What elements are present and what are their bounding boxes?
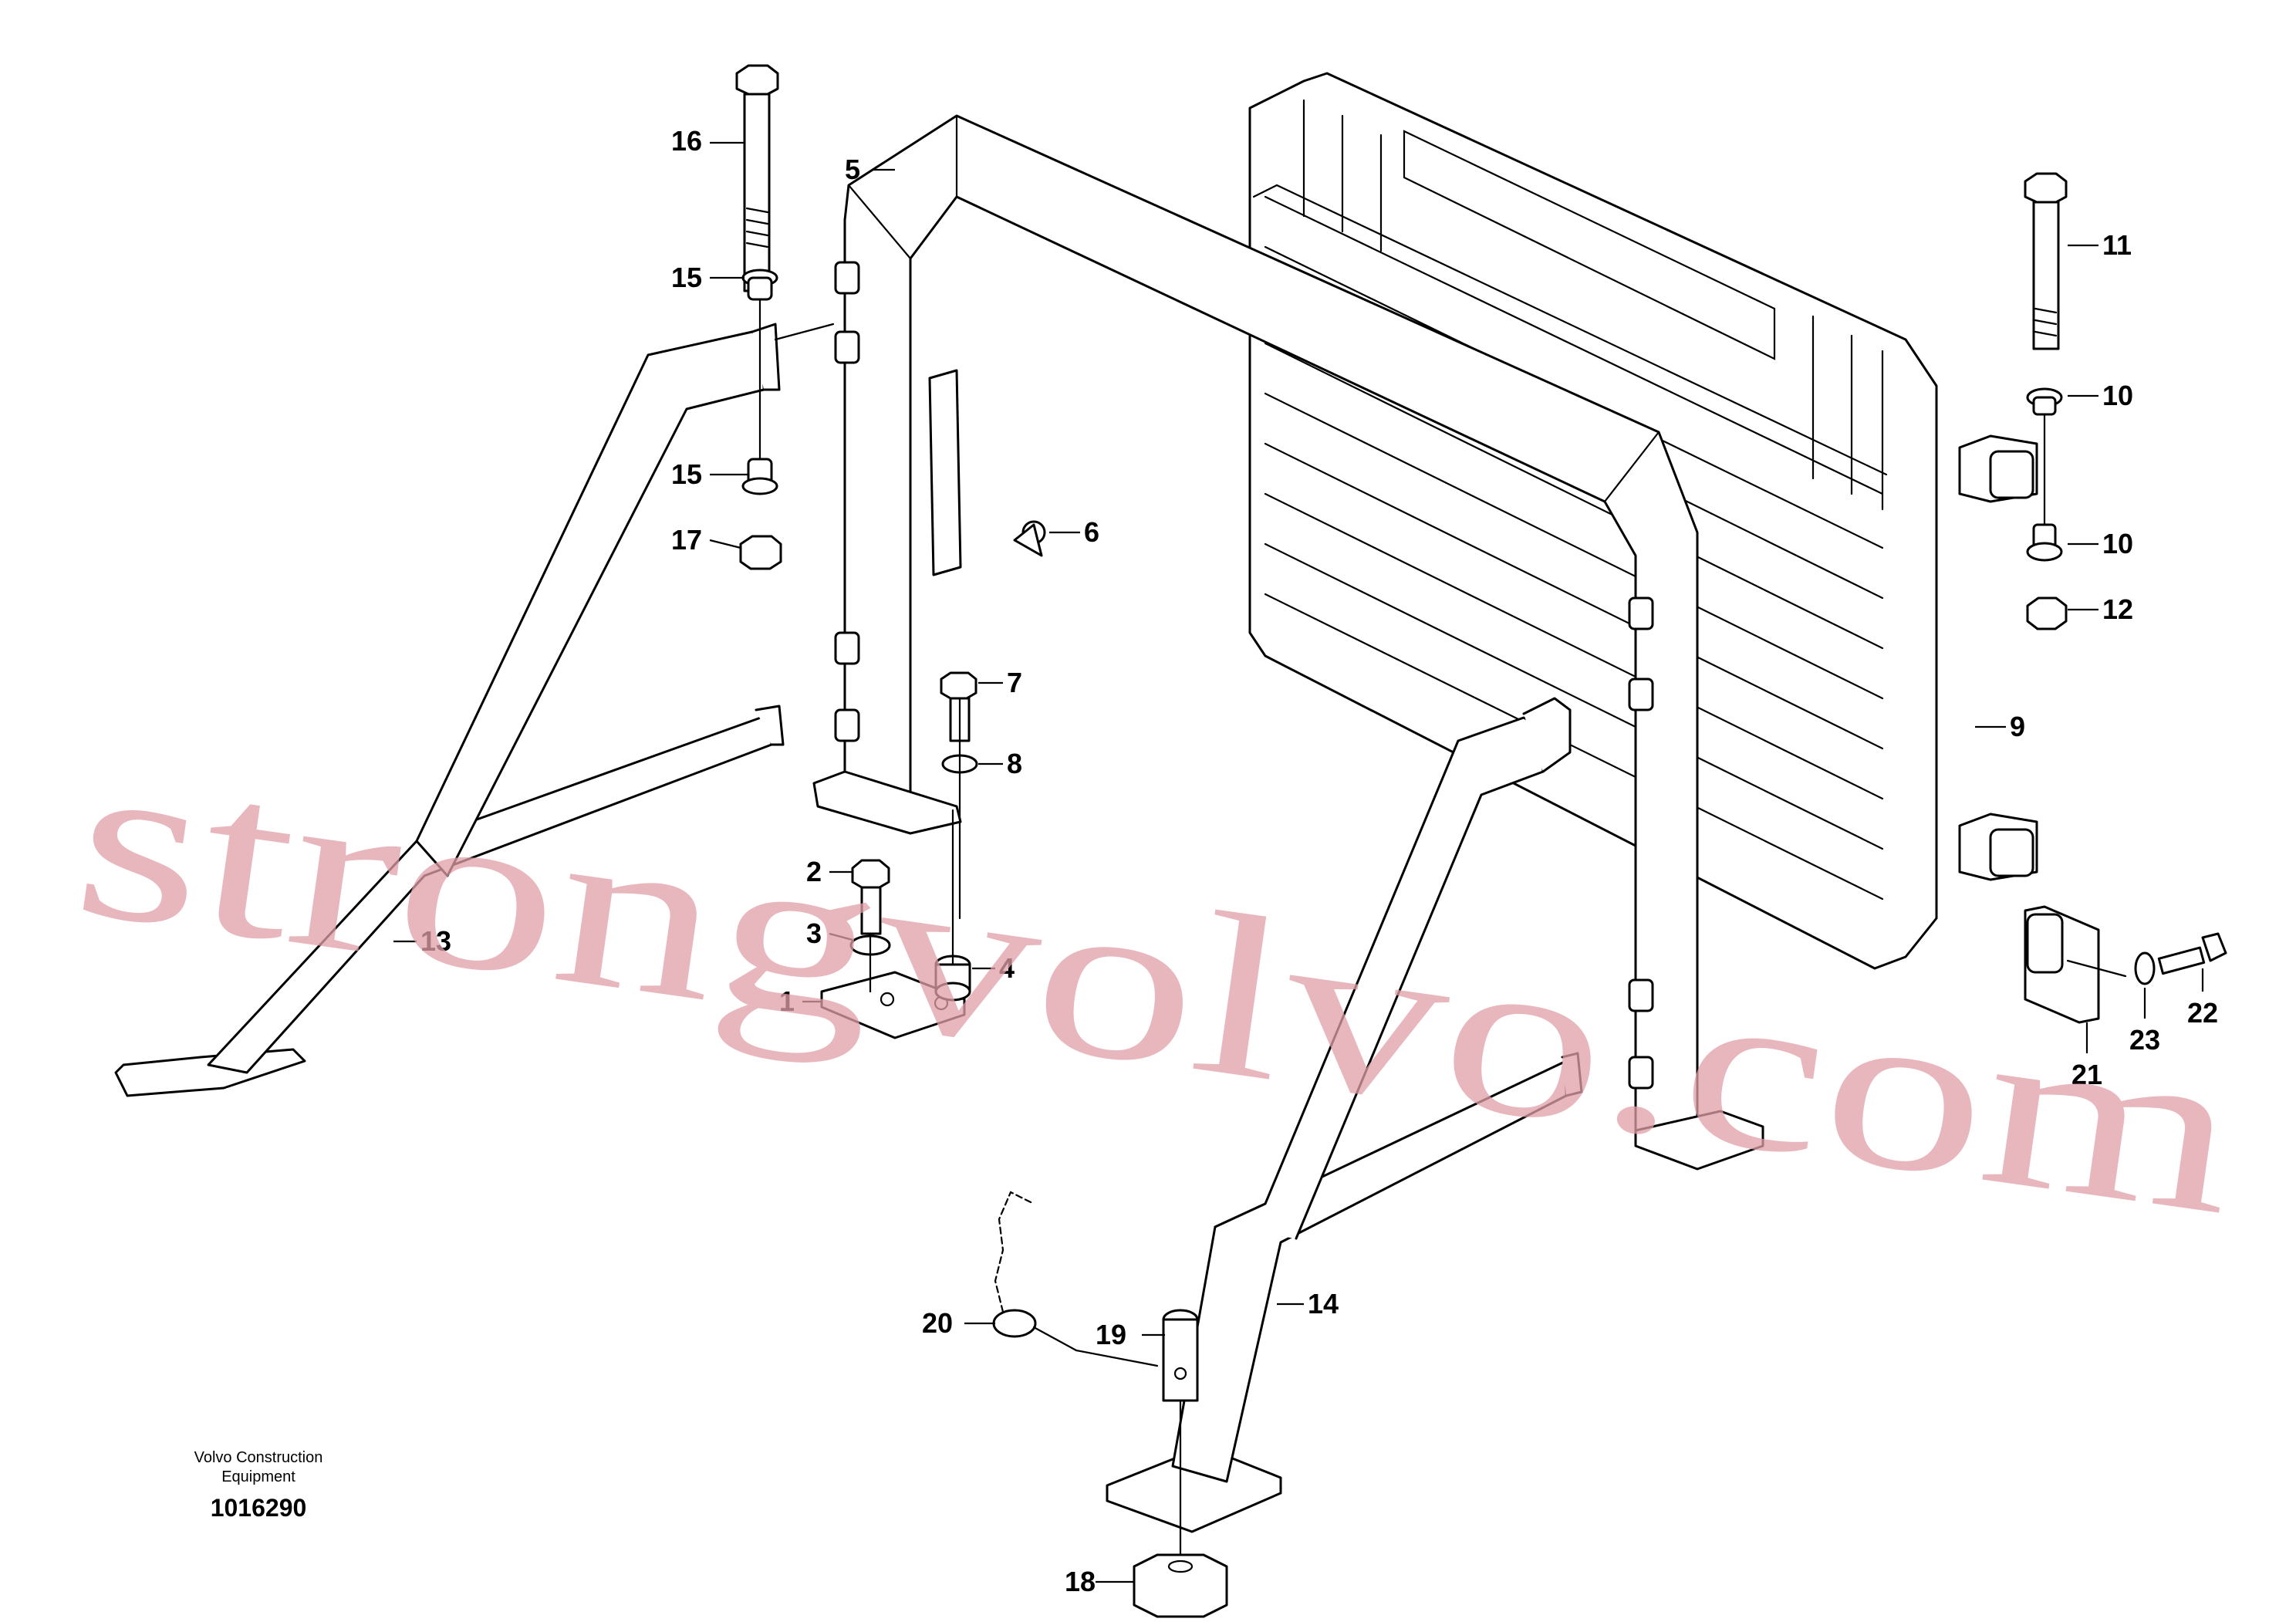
hinge-upper (1958, 434, 2038, 503)
callout-6: 6 (1084, 516, 1099, 548)
callout-3: 3 (806, 917, 822, 949)
hinge-lower (1958, 813, 2038, 881)
callout-23: 23 (2129, 1024, 2160, 1056)
callout-13: 13 (420, 925, 451, 957)
callout-10-upper: 10 (2102, 380, 2133, 411)
callout-15-lower: 15 (671, 458, 702, 490)
footer-number: 1016290 (211, 1494, 307, 1522)
callout-12: 12 (2102, 593, 2133, 625)
callout-9: 9 (2010, 711, 2025, 742)
washer-23 (2134, 951, 2156, 985)
bushing-15-lower (741, 458, 778, 495)
right-stay (1106, 697, 1583, 1533)
callout-15-upper: 15 (671, 262, 702, 293)
callout-14: 14 (1308, 1288, 1339, 1320)
callout-19: 19 (1096, 1319, 1126, 1350)
callout-10-lower: 10 (2102, 528, 2133, 559)
publisher-footer: Volvo Construction Equipment 1016290 (194, 1449, 323, 1522)
arch-frame (812, 114, 1764, 1171)
bolt-22 (2157, 932, 2227, 975)
washer-10-lower (2026, 523, 2063, 562)
callout-21: 21 (2071, 1059, 2102, 1090)
callout-22: 22 (2187, 997, 2218, 1029)
callout-leaders (393, 141, 2204, 1583)
callout-7: 7 (1007, 667, 1022, 698)
callout-20: 20 (922, 1307, 953, 1339)
callout-1: 1 (779, 985, 795, 1017)
pin-6 (1013, 520, 1046, 557)
assembly-lines (758, 298, 2127, 1556)
left-stay (114, 323, 785, 1097)
callout-16: 16 (671, 125, 702, 157)
bracket-21 (2024, 905, 2100, 1024)
lynch-pin-20 (992, 1191, 1078, 1352)
nut-12 (2026, 596, 2068, 630)
washer-10-upper (2026, 387, 2063, 416)
callout-5: 5 (845, 154, 860, 185)
callout-11: 11 (2102, 229, 2132, 261)
callout-17: 17 (671, 524, 702, 556)
footer-line2: Equipment (221, 1468, 295, 1485)
pin-19 (1162, 1309, 1199, 1402)
footer-line1: Volvo Construction (194, 1449, 323, 1466)
plate-1 (820, 971, 966, 1039)
grille-panel (1248, 72, 1938, 970)
nut-18 (1133, 1553, 1228, 1618)
callout-18: 18 (1065, 1566, 1096, 1597)
bolt-16 (735, 64, 779, 292)
callout-4: 4 (999, 952, 1015, 984)
nut-17 (739, 535, 782, 570)
bolt-11 (2024, 172, 2068, 350)
callout-2: 2 (806, 856, 822, 887)
callout-labels: 16 15 15 17 5 6 7 8 2 3 4 1 13 11 10 10 … (420, 125, 2218, 1597)
callout-8: 8 (1007, 748, 1022, 779)
bolt-7 (940, 671, 977, 742)
bushing-15-upper (741, 269, 778, 301)
